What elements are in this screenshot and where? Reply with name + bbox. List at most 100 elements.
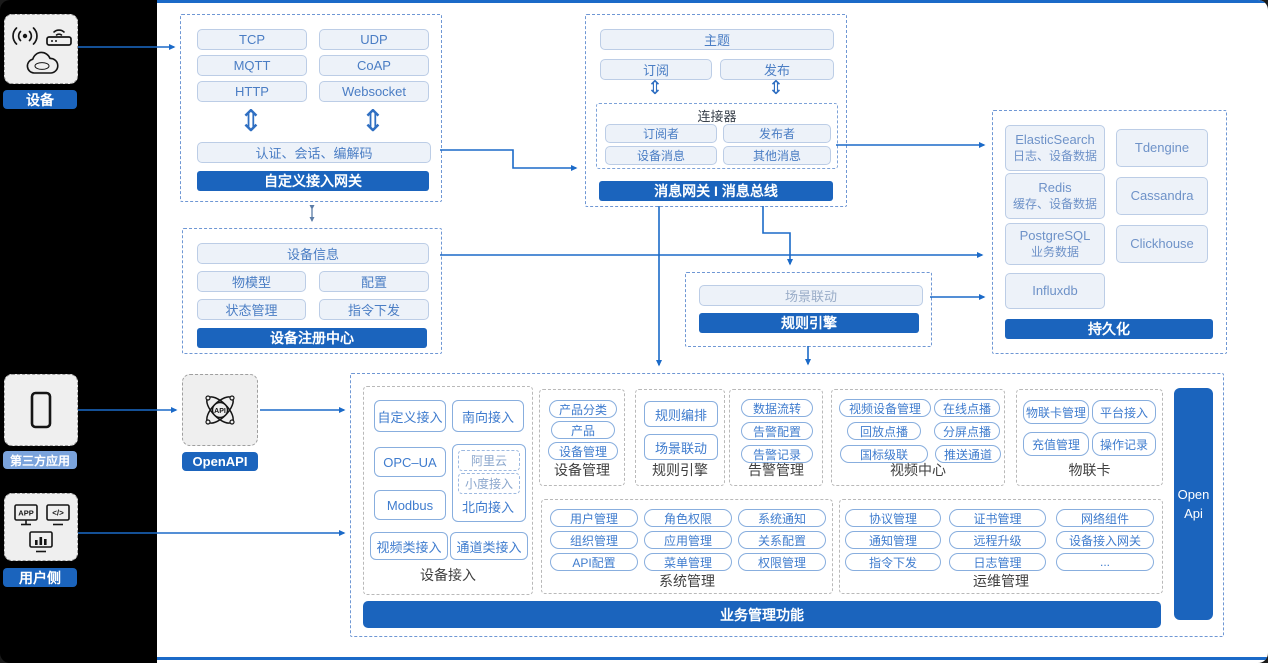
gateway-title-bar: 自定义接入网关 [197,171,429,191]
card-pill-op-records: 操作记录 [1092,432,1156,456]
devmgmt-pill-device-mgmt: 设备管理 [548,442,618,460]
scene-linkage-pill: 场景联动 [699,285,923,306]
store-name: ElasticSearch [1015,132,1095,148]
third-party-icons-box [4,374,78,446]
sys-pill-role: 角色权限 [644,509,732,527]
rule-engine-title-bar: 规则引擎 [699,313,919,333]
store-name: Tdengine [1134,139,1190,155]
video-pill-splitscreen: 分屏点播 [934,422,1000,440]
rail-label-third-party: 第三方应用 [3,451,77,469]
registry-title-bar: 设备注册中心 [197,328,427,348]
store-name: Redis [1038,180,1072,196]
connector-pill-other-msg: 其他消息 [723,146,831,165]
store-elasticsearch: ElasticSearch 日志、设备数据 [1005,125,1105,171]
protocol-pill-mqtt: MQTT [197,55,307,76]
custom-gateway-box: TCP UDP MQTT CoAP HTTP Websocket ⇕ ⇕ 认证、… [180,14,442,202]
registry-pill-device-info: 设备信息 [197,243,429,264]
ops-pill-notify: 通知管理 [845,531,941,549]
ops-pill-log: 日志管理 [949,553,1046,571]
sys-pill-org: 组织管理 [550,531,638,549]
access-subpill-aliyun: 阿里云 [458,450,520,471]
access-pill-south: 南向接入 [452,400,524,432]
store-desc: 日志、设备数据 [1012,148,1097,163]
ops-pill-cert: 证书管理 [949,509,1046,527]
access-pill-custom: 自定义接入 [374,400,446,432]
rail-label-device: 设备 [3,90,77,109]
access-pill-video: 视频类接入 [370,532,448,560]
section-label-system: 系统管理 [659,573,715,589]
top-border-line [157,0,1268,3]
registry-pill-thing-model: 物模型 [197,271,306,292]
store-clickhouse: Clickhouse [1116,225,1208,263]
openapi-icon-box: API [182,374,258,446]
section-label-rule: 规则引擎 [652,462,708,478]
ops-pill-protocol: 协议管理 [845,509,941,527]
topic-pill: 主题 [600,29,834,50]
section-label-alarm: 告警管理 [748,462,804,478]
store-name: Clickhouse [1130,235,1194,251]
sys-pill-relation: 关系配置 [738,531,826,549]
video-pill-gb-cascade: 国标级联 [840,445,928,463]
business-title-bar: 业务管理功能 [363,601,1161,628]
ops-pill-network: 网络组件 [1056,509,1154,527]
section-label-iot-card: 物联卡 [1068,462,1111,478]
code-screen-icon: </> [46,504,70,526]
sys-pill-app: 应用管理 [644,531,732,549]
device-icons-box [4,14,78,84]
section-rule-engine: 规则编排 场景联动 规则引擎 [635,389,725,486]
protocol-pill-tcp: TCP [197,29,307,50]
message-bus-title-bar: 消息网关 I 消息总线 [599,181,833,201]
sys-pill-api-config: API配置 [550,553,638,571]
devmgmt-pill-product-category: 产品分类 [549,400,617,418]
openapi-label: OpenAPI [182,452,258,471]
access-subpill-xiaodu: 小度接入 [458,473,520,494]
rail-label-user-side: 用户侧 [3,568,77,587]
section-label-device-mgmt: 设备管理 [554,462,610,478]
video-pill-playback: 回放点播 [847,422,921,440]
session-pill: 认证、会话、编解码 [197,142,431,163]
alarm-pill-data-flow: 数据流转 [741,399,813,417]
app-screen-icon: APP [14,504,38,526]
access-pill-channel: 通道类接入 [450,532,528,560]
alarm-pill-records: 告警记录 [741,445,813,463]
sys-pill-menu: 菜单管理 [644,553,732,571]
store-desc: 缓存、设备数据 [1012,196,1097,211]
chart-screen-icon [29,531,53,553]
devmgmt-pill-product: 产品 [551,421,615,439]
access-north-label: 北向接入 [461,500,514,515]
store-redis: Redis 缓存、设备数据 [1005,173,1105,219]
card-pill-platform: 平台接入 [1092,400,1156,424]
connector-pill-subscriber: 订阅者 [605,124,717,143]
registry-pill-command-dispatch: 指令下发 [319,299,429,320]
rule-pill-scene-linkage: 场景联动 [644,434,718,460]
access-pill-modbus: Modbus [374,490,446,520]
persistence-title-bar: 持久化 [1005,319,1213,339]
protocol-pill-http: HTTP [197,81,307,102]
app-icon-text: APP [18,509,33,518]
connector-pill-device-msg: 设备消息 [605,146,717,165]
ops-pill-more: ... [1056,553,1154,571]
section-iot-card: 物联卡管理 平台接入 充值管理 操作记录 物联卡 [1016,389,1163,486]
card-pill-mgmt: 物联卡管理 [1023,400,1089,424]
updown-arrow-icon: ⇕ [768,78,784,99]
video-pill-online: 在线点播 [934,399,1000,417]
section-alarm: 数据流转 告警配置 告警记录 告警管理 [729,389,823,486]
section-ops-mgmt: 协议管理 证书管理 网络组件 通知管理 远程升级 设备接入网关 指令下发 日志管… [839,499,1163,594]
section-video-center: 视频设备管理 在线点播 回放点播 分屏点播 国标级联 推送通道 视频中心 [831,389,1005,486]
protocol-pill-coap: CoAP [319,55,429,76]
business-box: 自定义接入 南向接入 OPC–UA 阿里云 小度接入 北向接入 Modbus 视… [350,373,1224,637]
section-system-mgmt: 用户管理 角色权限 系统通知 组织管理 应用管理 关系配置 API配置 菜单管理… [541,499,833,594]
cloud-icon [26,51,59,74]
section-device-access: 自定义接入 南向接入 OPC–UA 阿里云 小度接入 北向接入 Modbus 视… [363,386,533,595]
section-label-video: 视频中心 [890,462,946,478]
section-device-mgmt: 产品分类 产品 设备管理 设备管理 [539,389,625,486]
section-label-ops: 运维管理 [973,573,1029,589]
connector-pill-publisher: 发布者 [723,124,831,143]
store-tdengine: Tdengine [1116,129,1208,167]
subscribe-pill: 订阅 [600,59,712,80]
router-icon [46,29,72,46]
message-bus-box: 主题 订阅 发布 ⇕ ⇕ 连接器 订阅者 发布者 设备消息 其他消息 消息网关 … [585,14,847,207]
updown-arrow-icon: ⇕ [647,78,663,99]
sys-pill-notice: 系统通知 [738,509,826,527]
